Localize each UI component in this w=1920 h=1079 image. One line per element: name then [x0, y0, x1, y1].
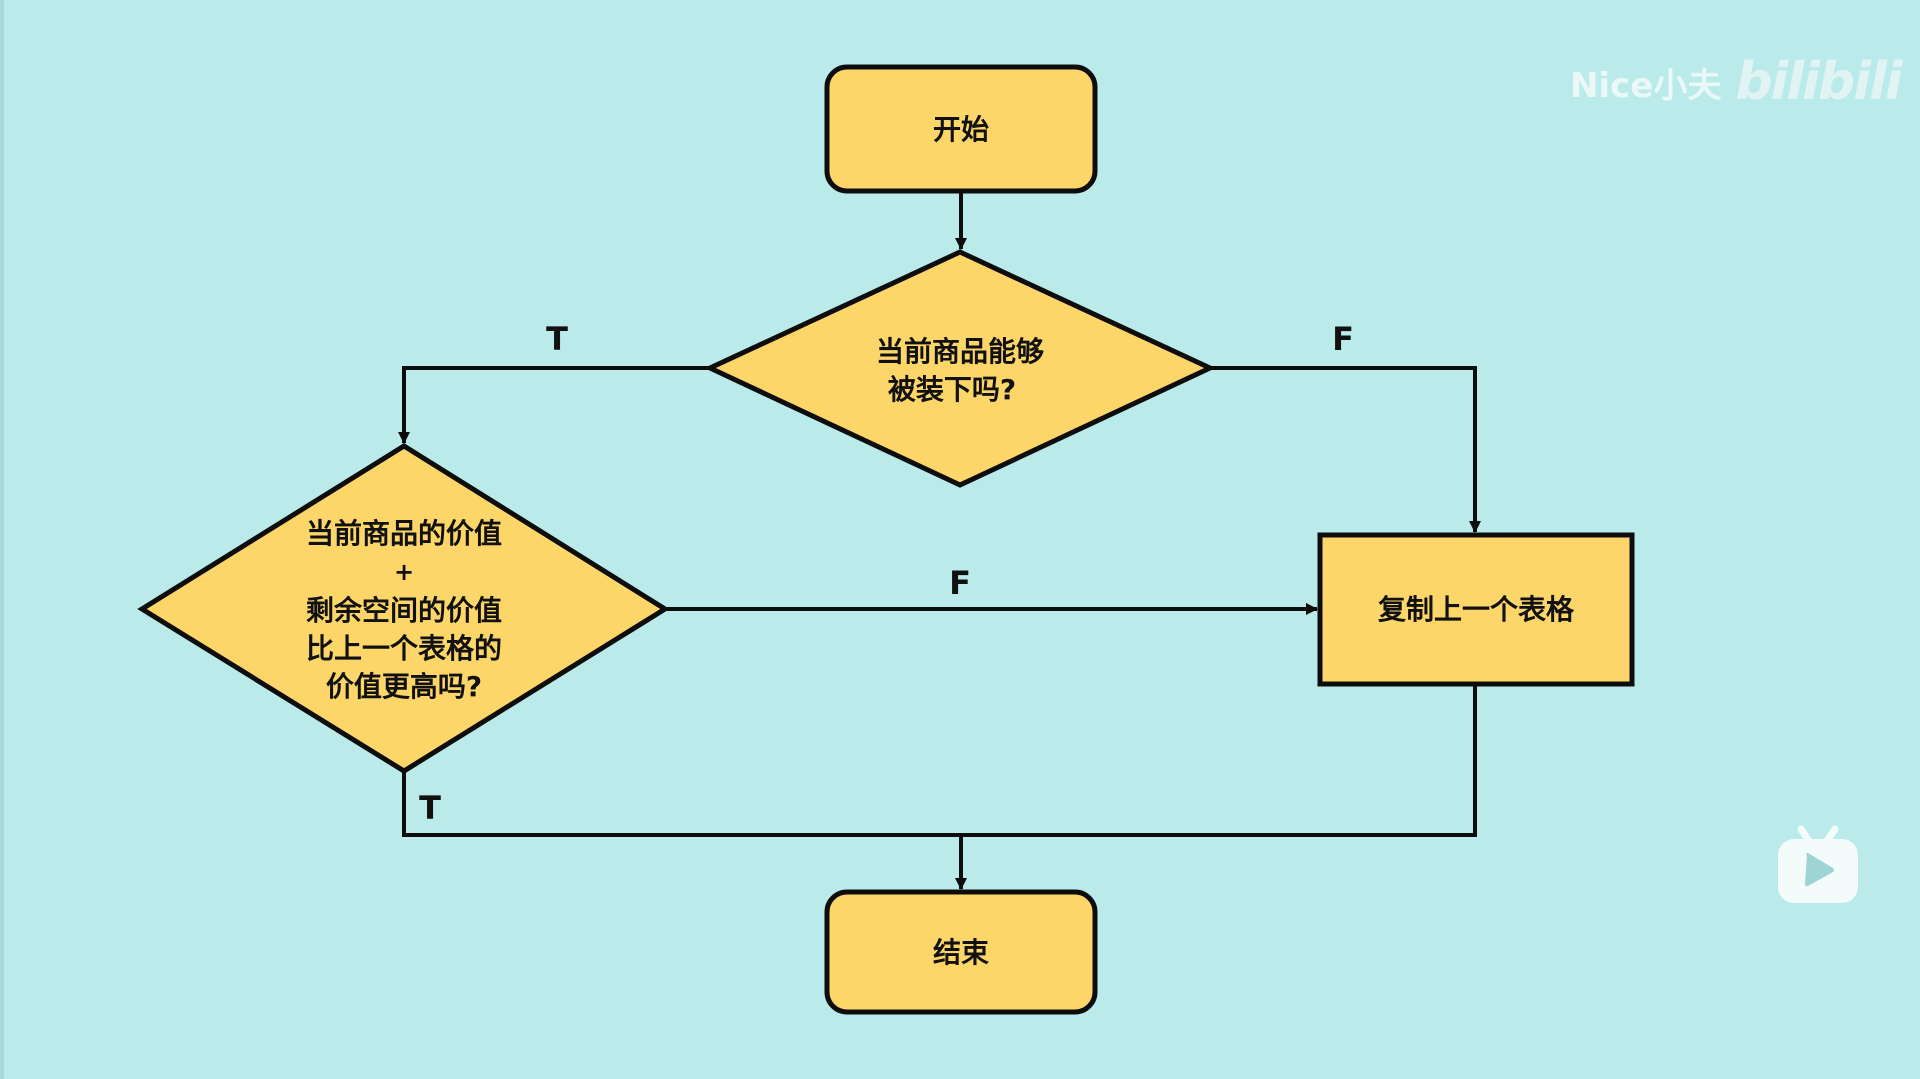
node-end-label: 结束 [933, 936, 989, 969]
node-decision1-line-2: 被装下吗? [888, 373, 1016, 406]
edge-label-d2-false: F [949, 564, 971, 602]
edge-decision1-true [398, 366, 710, 444]
edge-label-d2-true: T [419, 789, 441, 827]
bilibili-tv-play-icon[interactable] [1775, 823, 1861, 905]
node-start-label: 开始 [933, 113, 989, 146]
edge-decision1-false [1211, 366, 1481, 533]
bilibili-logo: bilibili [1735, 52, 1902, 112]
watermark: Nice小夫 bilibili [1570, 52, 1903, 112]
node-decision2-line-2: + [394, 558, 414, 586]
node-decision1-line-1: 当前商品能够 [876, 335, 1044, 368]
node-decision2: 当前商品的价值 + 剩余空间的价值 比上一个表格的 价值更高吗? [137, 443, 670, 774]
node-decision2-line-4: 比上一个表格的 [306, 632, 502, 665]
left-edge-strip [0, 0, 4, 1079]
node-decision2-line-1: 当前商品的价值 [306, 517, 502, 550]
node-decision2-line-5: 价值更高吗? [326, 670, 482, 703]
node-end: 结束 [824, 889, 1098, 1015]
edge-label-d1-false: F [1332, 320, 1354, 358]
edge-label-d1-true: T [546, 320, 568, 358]
watermark-author: Nice小夫 [1570, 65, 1722, 106]
edge-decision2-true [402, 772, 961, 837]
edge-copy-to-merge [961, 685, 1477, 837]
node-decision2-line-3: 剩余空间的价值 [306, 594, 502, 627]
node-copy-table: 复制上一个表格 [1317, 532, 1635, 687]
node-start: 开始 [824, 64, 1098, 194]
node-decision1: 当前商品能够 被装下吗? [704, 249, 1216, 488]
node-copy-table-label: 复制上一个表格 [1378, 593, 1575, 626]
